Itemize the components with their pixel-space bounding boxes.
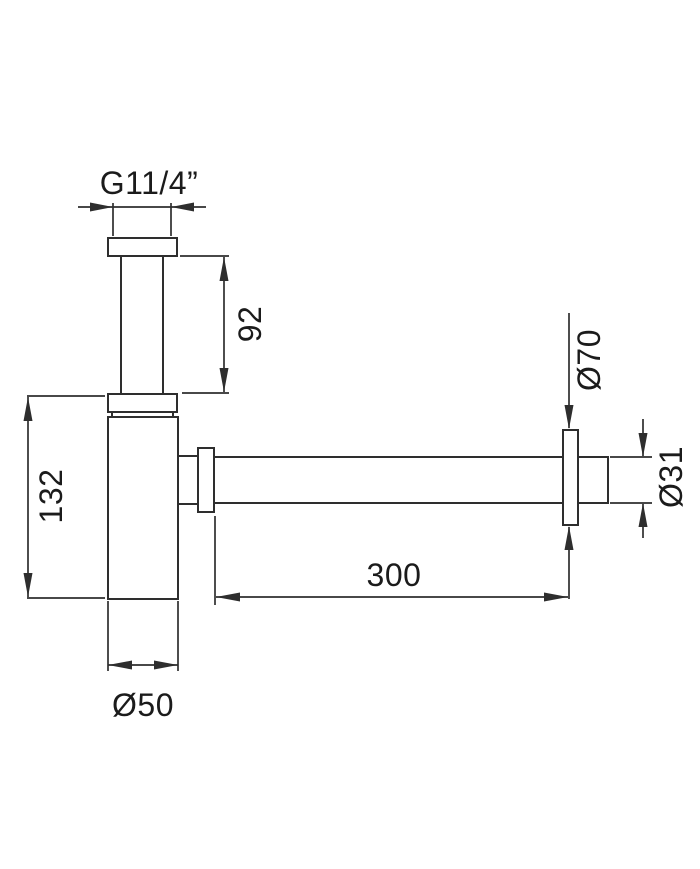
arrowhead-right [544,592,568,602]
dimension-lines [23,202,652,671]
arrowhead-right [154,660,178,670]
outlet-compression-nut [197,447,215,513]
label-outlet-length: 300 [366,557,422,593]
arrowhead-down [564,405,574,429]
arrowhead-down [219,368,229,392]
arrowhead-right [90,202,113,212]
label-body-diameter: Ø50 [112,687,174,723]
wall-escutcheon [562,429,579,526]
trap-assembly-outline [107,237,609,600]
dim-length-300 [214,516,568,605]
dim-thread-g114 [78,202,206,236]
dim-diameter-70 [564,313,574,599]
arrowhead-down [23,573,33,597]
label-escutcheon-diameter: Ø70 [571,329,607,391]
label-inlet-height: 92 [232,305,268,343]
inlet-tailpipe [120,255,164,395]
arrowhead-up [638,503,648,527]
arrowhead-left [108,660,132,670]
arrowhead-left [171,202,194,212]
body-top-nut [107,393,178,413]
trap-body [107,416,179,600]
outlet-pipe [213,456,609,504]
arrowhead-up [564,526,574,550]
dim-height-92 [180,255,229,394]
dim-diameter-31 [610,419,652,538]
inlet-top-flange [107,237,178,257]
label-outlet-diameter: Ø31 [653,446,689,508]
dim-diameter-50 [107,601,179,671]
label-body-height: 132 [33,468,69,524]
arrowhead-down [638,433,648,457]
label-thread-size: G11/4” [99,165,199,201]
dim-height-132 [23,395,105,599]
arrowhead-up [23,397,33,421]
arrowhead-left [216,592,240,602]
arrowhead-up [219,257,229,281]
